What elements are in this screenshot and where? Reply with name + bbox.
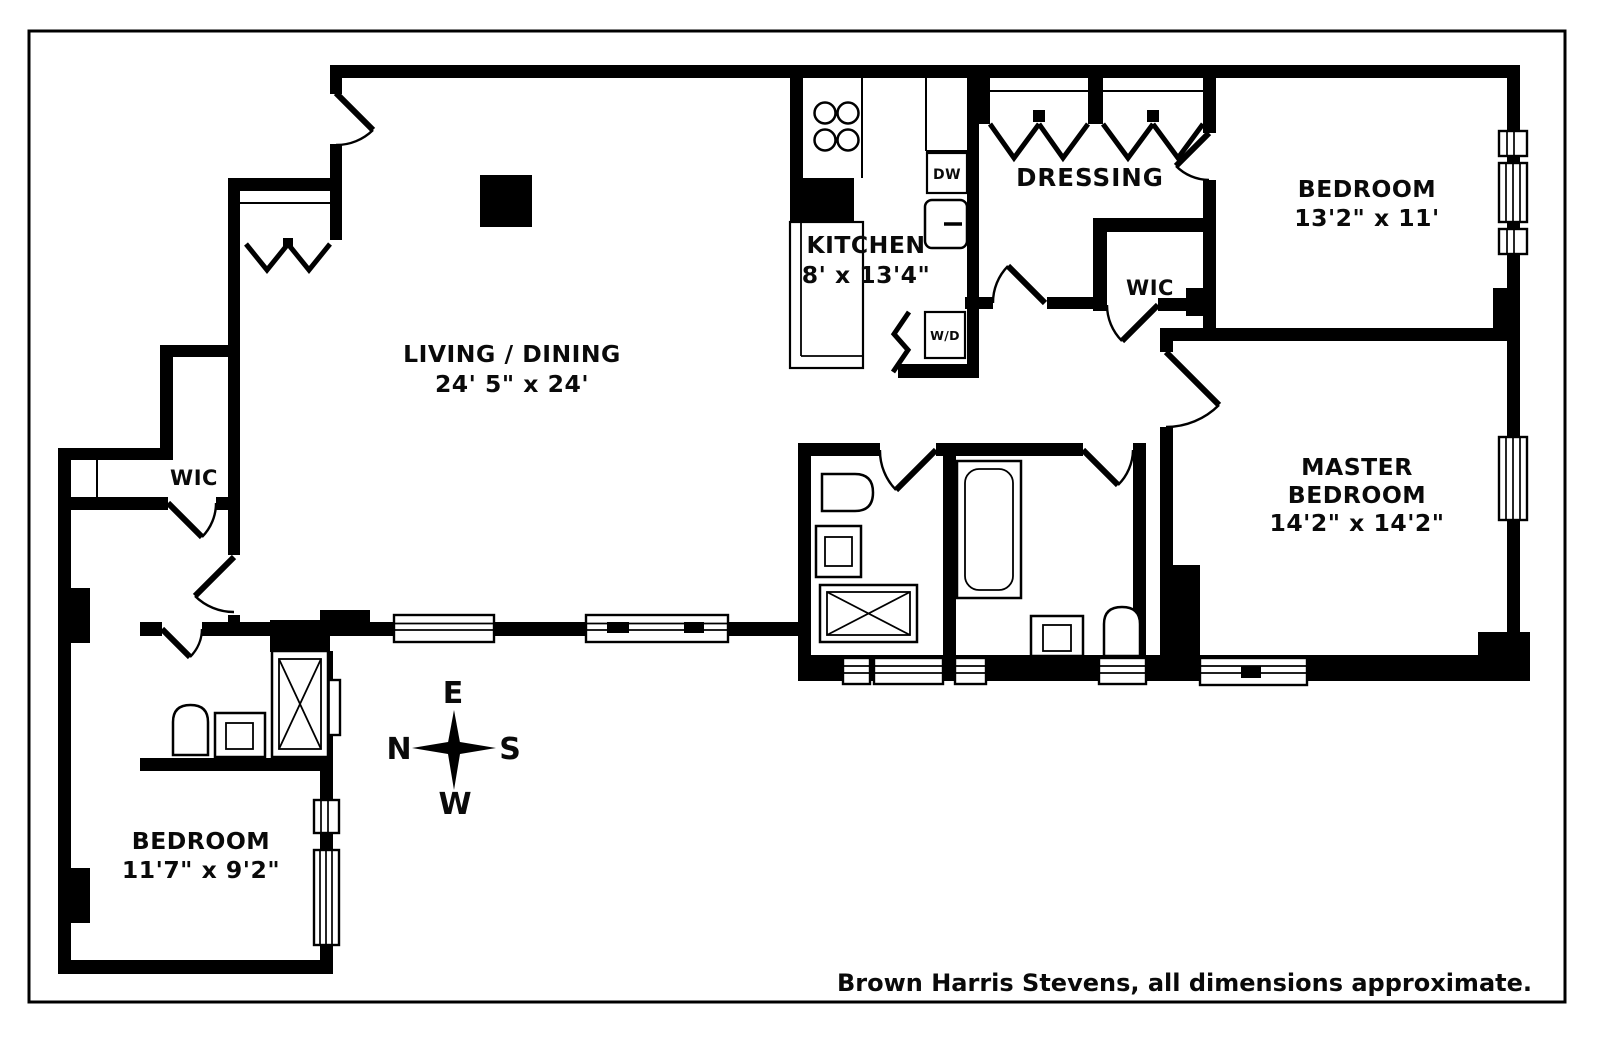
window-master-bottom	[1198, 656, 1309, 687]
toilet-icon	[213, 711, 267, 759]
sink-icon	[171, 703, 210, 757]
compass-left-label: N	[386, 732, 411, 767]
bedroom-right-door	[1173, 130, 1212, 182]
master-bedroom-label-line2: BEDROOM	[1288, 481, 1426, 509]
washer-dryer: W/D	[923, 310, 967, 360]
window-bedroom-left-1	[312, 798, 341, 835]
wic-right-label: WIC	[1126, 276, 1174, 300]
dishwasher: DW	[925, 151, 969, 195]
kitchen-dims: 8' x 13'4"	[802, 261, 931, 289]
window-living-1	[392, 613, 496, 644]
bedroom-right-label: BEDROOM	[1298, 175, 1436, 203]
dressing-label: DRESSING	[1016, 163, 1164, 192]
sink-icon	[1102, 605, 1142, 658]
bedroom-left-dims: 11'7" x 9'2"	[122, 856, 280, 884]
doors	[159, 90, 1222, 660]
kitchen-fixtures: DW W/D	[788, 101, 969, 370]
windows	[312, 129, 1529, 947]
window-bedroom-right-3	[1497, 227, 1529, 256]
entry-door	[333, 90, 376, 147]
wic-left-label: WIC	[170, 466, 218, 490]
room-labels: LIVING / DINING 24' 5" x 24' KITCHEN 8' …	[122, 163, 1444, 884]
master-bedroom-label-line1: MASTER	[1301, 453, 1413, 481]
refrigerator-icon	[923, 198, 969, 250]
sink-icon	[820, 472, 875, 513]
living-dining-dims: 24' 5" x 24'	[435, 370, 589, 398]
bathroom-mid-fixtures	[814, 472, 919, 644]
dressing-closet-bifolds	[987, 122, 1206, 163]
window-bath-mid	[953, 656, 988, 686]
dishwasher-label: DW	[933, 167, 961, 183]
toilet-icon	[814, 524, 863, 579]
window-living-2	[584, 613, 730, 644]
kitchen-counter	[788, 220, 865, 370]
bedroom-right-dims: 13'2" x 11'	[1294, 204, 1439, 232]
bathroom-left-wing-fixtures	[171, 649, 330, 759]
window-bath-left-small	[841, 656, 872, 686]
bathroom-left-door	[159, 626, 204, 660]
compass-top-label: E	[443, 676, 464, 711]
shower-icon	[818, 583, 919, 644]
bedroom-left-hall-door	[192, 554, 237, 614]
column	[480, 175, 532, 227]
kitchen-label: KITCHEN	[806, 231, 925, 259]
closet-lines	[96, 78, 1213, 497]
master-door	[1163, 349, 1222, 429]
window-master-right	[1497, 435, 1529, 522]
washer-dryer-label: W/D	[930, 328, 960, 343]
window-bedroom-right-1	[1497, 129, 1529, 158]
plan-border	[27, 29, 1567, 1004]
shower-icon	[270, 649, 330, 759]
bathroom-right-door	[1080, 447, 1135, 488]
toilet-icon	[1029, 614, 1085, 658]
wic-left-door	[165, 500, 218, 540]
washer-dryer-bifold	[890, 310, 912, 374]
window-bedroom-right-2	[1497, 161, 1529, 224]
stove-icon	[813, 101, 860, 152]
compass-rose-icon: E N S W	[386, 676, 520, 822]
bathtub-icon	[955, 459, 1023, 600]
bathroom-right-fixtures	[955, 459, 1142, 658]
bathroom-mid-door	[878, 447, 939, 493]
living-dining-label: LIVING / DINING	[403, 340, 621, 368]
window-bath-right	[1097, 656, 1148, 686]
compass-bottom-label: W	[438, 787, 471, 822]
bedroom-left-label: BEDROOM	[132, 827, 270, 855]
footer-disclaimer: Brown Harris Stevens, all dimensions app…	[837, 969, 1532, 997]
compass-right-label: S	[499, 732, 521, 767]
master-bedroom-dims: 14'2" x 14'2"	[1269, 509, 1444, 537]
entry-closet-bifold	[244, 242, 332, 274]
window-bedroom-left-2	[312, 848, 341, 947]
window-bath-left-large	[872, 656, 945, 686]
wic-right-door	[1105, 302, 1161, 344]
dressing-door	[991, 263, 1048, 306]
